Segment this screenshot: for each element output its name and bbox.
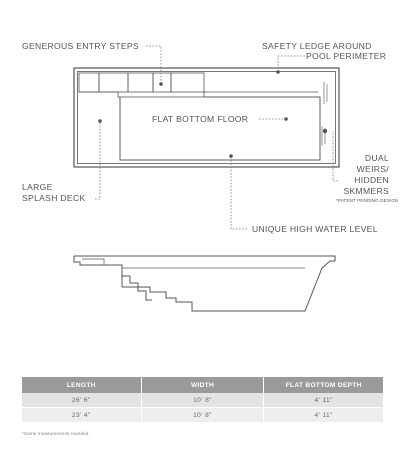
- callout-safety-ledge-line1: SAFETY LEDGE AROUND: [262, 41, 372, 51]
- specs-header-row: LENGTH WIDTH FLAT BOTTOM DEPTH: [22, 377, 383, 393]
- callout-leaders: [95, 45, 338, 230]
- entry-steps: [78, 72, 205, 93]
- callout-flat-bottom: FLAT BOTTOM FLOOR: [152, 114, 249, 124]
- pool-outer-edge: [73, 67, 340, 168]
- safety-ledge: [77, 71, 336, 164]
- spec-length: 23' 4": [22, 407, 142, 422]
- spec-length: 26' 6": [22, 393, 142, 408]
- specs-table: LENGTH WIDTH FLAT BOTTOM DEPTH 26' 6" 10…: [22, 377, 383, 422]
- specs-header-length: LENGTH: [22, 377, 142, 393]
- callout-weirs-line3: HIDDEN: [354, 175, 389, 185]
- flat-bottom-outline: [79, 91, 321, 161]
- table-row: 26' 6" 10' 8" 4' 11": [22, 393, 383, 408]
- footnote: *Some measurements rounded: [22, 432, 89, 437]
- pool-diagram: [73, 45, 340, 312]
- callout-water-level: UNIQUE HIGH WATER LEVEL: [252, 224, 378, 234]
- callout-patent-note: *PATENT PENDING DESIGN: [336, 198, 399, 203]
- table-row: 23' 4" 10' 8" 4' 11": [22, 407, 383, 422]
- pool-plan-view: [73, 67, 340, 168]
- callout-weirs-line2: WEIRS/: [356, 164, 389, 174]
- callout-large-splash-line1: LARGE: [22, 182, 53, 192]
- weir-dot: [322, 128, 328, 134]
- spec-depth: 4' 11": [263, 407, 383, 422]
- callout-weirs-line4: SKMMERS: [343, 186, 389, 196]
- callout-large-splash-line2: SPLASH DECK: [22, 193, 86, 203]
- callout-safety-ledge-line2: POOL PERIMETER: [306, 51, 387, 61]
- callout-entry-steps: GENEROUS ENTRY STEPS: [22, 41, 139, 51]
- specs-header-depth: FLAT BOTTOM DEPTH: [263, 377, 383, 393]
- callout-weirs-line1: DUAL: [364, 153, 389, 163]
- callout-dots: [98, 70, 288, 158]
- pool-side-profile: [73, 255, 336, 312]
- spec-width: 10' 8": [141, 407, 265, 422]
- spec-depth: 4' 11": [263, 393, 383, 408]
- spec-width: 10' 8": [141, 393, 265, 408]
- specs-header-width: WIDTH: [141, 377, 265, 393]
- flat-bottom-floor: [119, 96, 321, 161]
- weir-top: [323, 82, 328, 104]
